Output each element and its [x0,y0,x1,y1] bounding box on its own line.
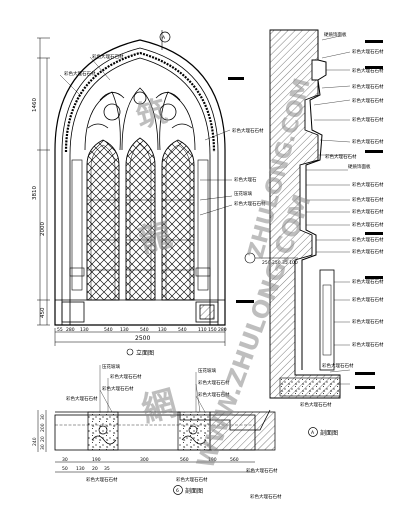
arch-note-3: 彩色大理石石材 [232,127,264,134]
plan-note-6: 彩色大理石石材 [198,379,230,386]
section-a-note-14: 彩色大理石石材 [352,236,384,243]
section-marker-top: A [159,30,171,50]
section-a-mid-marker: 250 250 35 100 [244,252,298,266]
side-note-3: 彩色大理石石材 [234,200,266,207]
plan-note-2: 彩色大理石石材 [110,373,142,380]
plan-section-title: 剖面图 [185,487,203,495]
section-a-note-3: 彩色大理石石材 [352,67,384,74]
dim-450: 450 [40,307,46,318]
window-base [55,299,225,326]
section-a-note-7: 彩色大理石石材 [352,138,384,145]
section-a-note-19: 彩色大理石石材 [352,341,384,348]
side-columns [69,159,211,291]
section-a-note-2: 彩色大理石石材 [352,48,384,55]
section-a-note-12: 彩色大理石石材 [352,208,384,215]
section-a-note-11: 彩色大理石石材 [352,196,384,203]
plan-sub-dims: 50 130 20 35 [62,466,110,472]
plan-left-dim-2: 200 [40,423,46,432]
dim-2000: 2000 [40,222,46,236]
plan-bottom-dims: 30 190 300 560 190 560 [62,457,239,463]
section-a-label: A [311,430,315,436]
arch-note-2: 彩色大理石石材 [64,70,96,77]
plan-note-4: 彩色大理石石材 [66,395,98,402]
elevation-bottom-dims [54,328,226,346]
section-a-note-21: 彩色大理石石材 [300,401,332,408]
outer-arch-frame [54,39,226,326]
svg-text:250 250 35 100: 250 250 35 100 [262,260,298,266]
section-a-note-17: 彩色大理石石材 [352,296,384,303]
section-a-note-9: 硬质饰面板 [348,163,371,170]
section-a-note-4: 彩色大理石石材 [352,83,384,90]
window-lights [86,137,195,301]
elevation-view: 1460 3810 2000 450 55 280 130 540 130 54… [32,30,266,357]
svg-text:A: A [162,35,166,41]
elevation-vertical-dims [37,37,50,326]
plan-note-9: 彩色大理石石材 [176,476,208,483]
side-note-2: 压花玻璃 [234,190,252,197]
plan-note-11: 彩色大理石石材 [250,493,282,500]
section-a-note-18: 彩色大理石石材 [352,318,384,325]
section-a-note-8: 彩色大理石石材 [325,153,357,160]
left-light [86,139,120,301]
plan-note-10: 彩色大理石石材 [246,467,278,474]
plan-left-dim-1: 240 [32,437,38,446]
section-a-title: 剖面图 [320,429,338,437]
overall-width-dim: 2500 [135,335,150,342]
section-a-note-1: 硬质饰面板 [324,31,347,38]
dim-3810: 3810 [32,186,38,200]
plan-note-7: 彩色大理石石材 [198,391,230,398]
plan-left-dim-3: 20 [40,436,46,442]
section-a-note-10: 彩色大理石石材 [352,181,384,188]
middle-arch-frame [61,47,219,325]
section-a-view: 硬质饰面板 彩色大理石石材 彩色大理石石材 彩色大理石石材 彩色大理石石材 彩色… [244,29,384,437]
plan-note-5: 压花玻璃 [198,367,216,374]
section-a-note-13: 彩色大理石石材 [352,221,384,228]
right-light [161,139,195,301]
plan-left-dim-5: 30 [40,444,46,450]
bottom-dims-row: 55 280 130 540 130 540 130 540 110 150 2… [57,327,227,333]
section-a-note-6: 彩色大理石石材 [352,116,384,123]
arch-tracery [84,87,196,151]
plan-left-dim-4: 30 [40,414,46,420]
inner-arch-frame [69,57,211,325]
plan-note-1: 压花玻璃 [102,363,120,370]
plan-section-label: 6 [176,488,179,494]
side-note-1: 彩色大理石 [234,176,257,183]
elevation-title: 立面图 [136,349,154,357]
section-a-note-16: 彩色大理石石材 [352,278,384,285]
plan-note-3: 彩色大理石石材 [102,385,134,392]
center-light [125,137,156,301]
plan-note-8: 彩色大理石石材 [86,476,118,483]
dim-1460: 1460 [32,98,38,112]
section-a-note-5: 彩色大理石石材 [352,97,384,104]
svg-text:網: 網 [137,383,180,430]
arch-note-1: 彩色大理石石材 [92,53,124,60]
section-a-note-15: 彩色大理石石材 [352,248,384,255]
section-a-note-20: 彩色大理石石材 [322,362,354,369]
plan-section-view: 压花玻璃 彩色大理石石材 彩色大理石石材 彩色大理石石材 压花玻璃 彩色大理石石… [32,363,282,500]
